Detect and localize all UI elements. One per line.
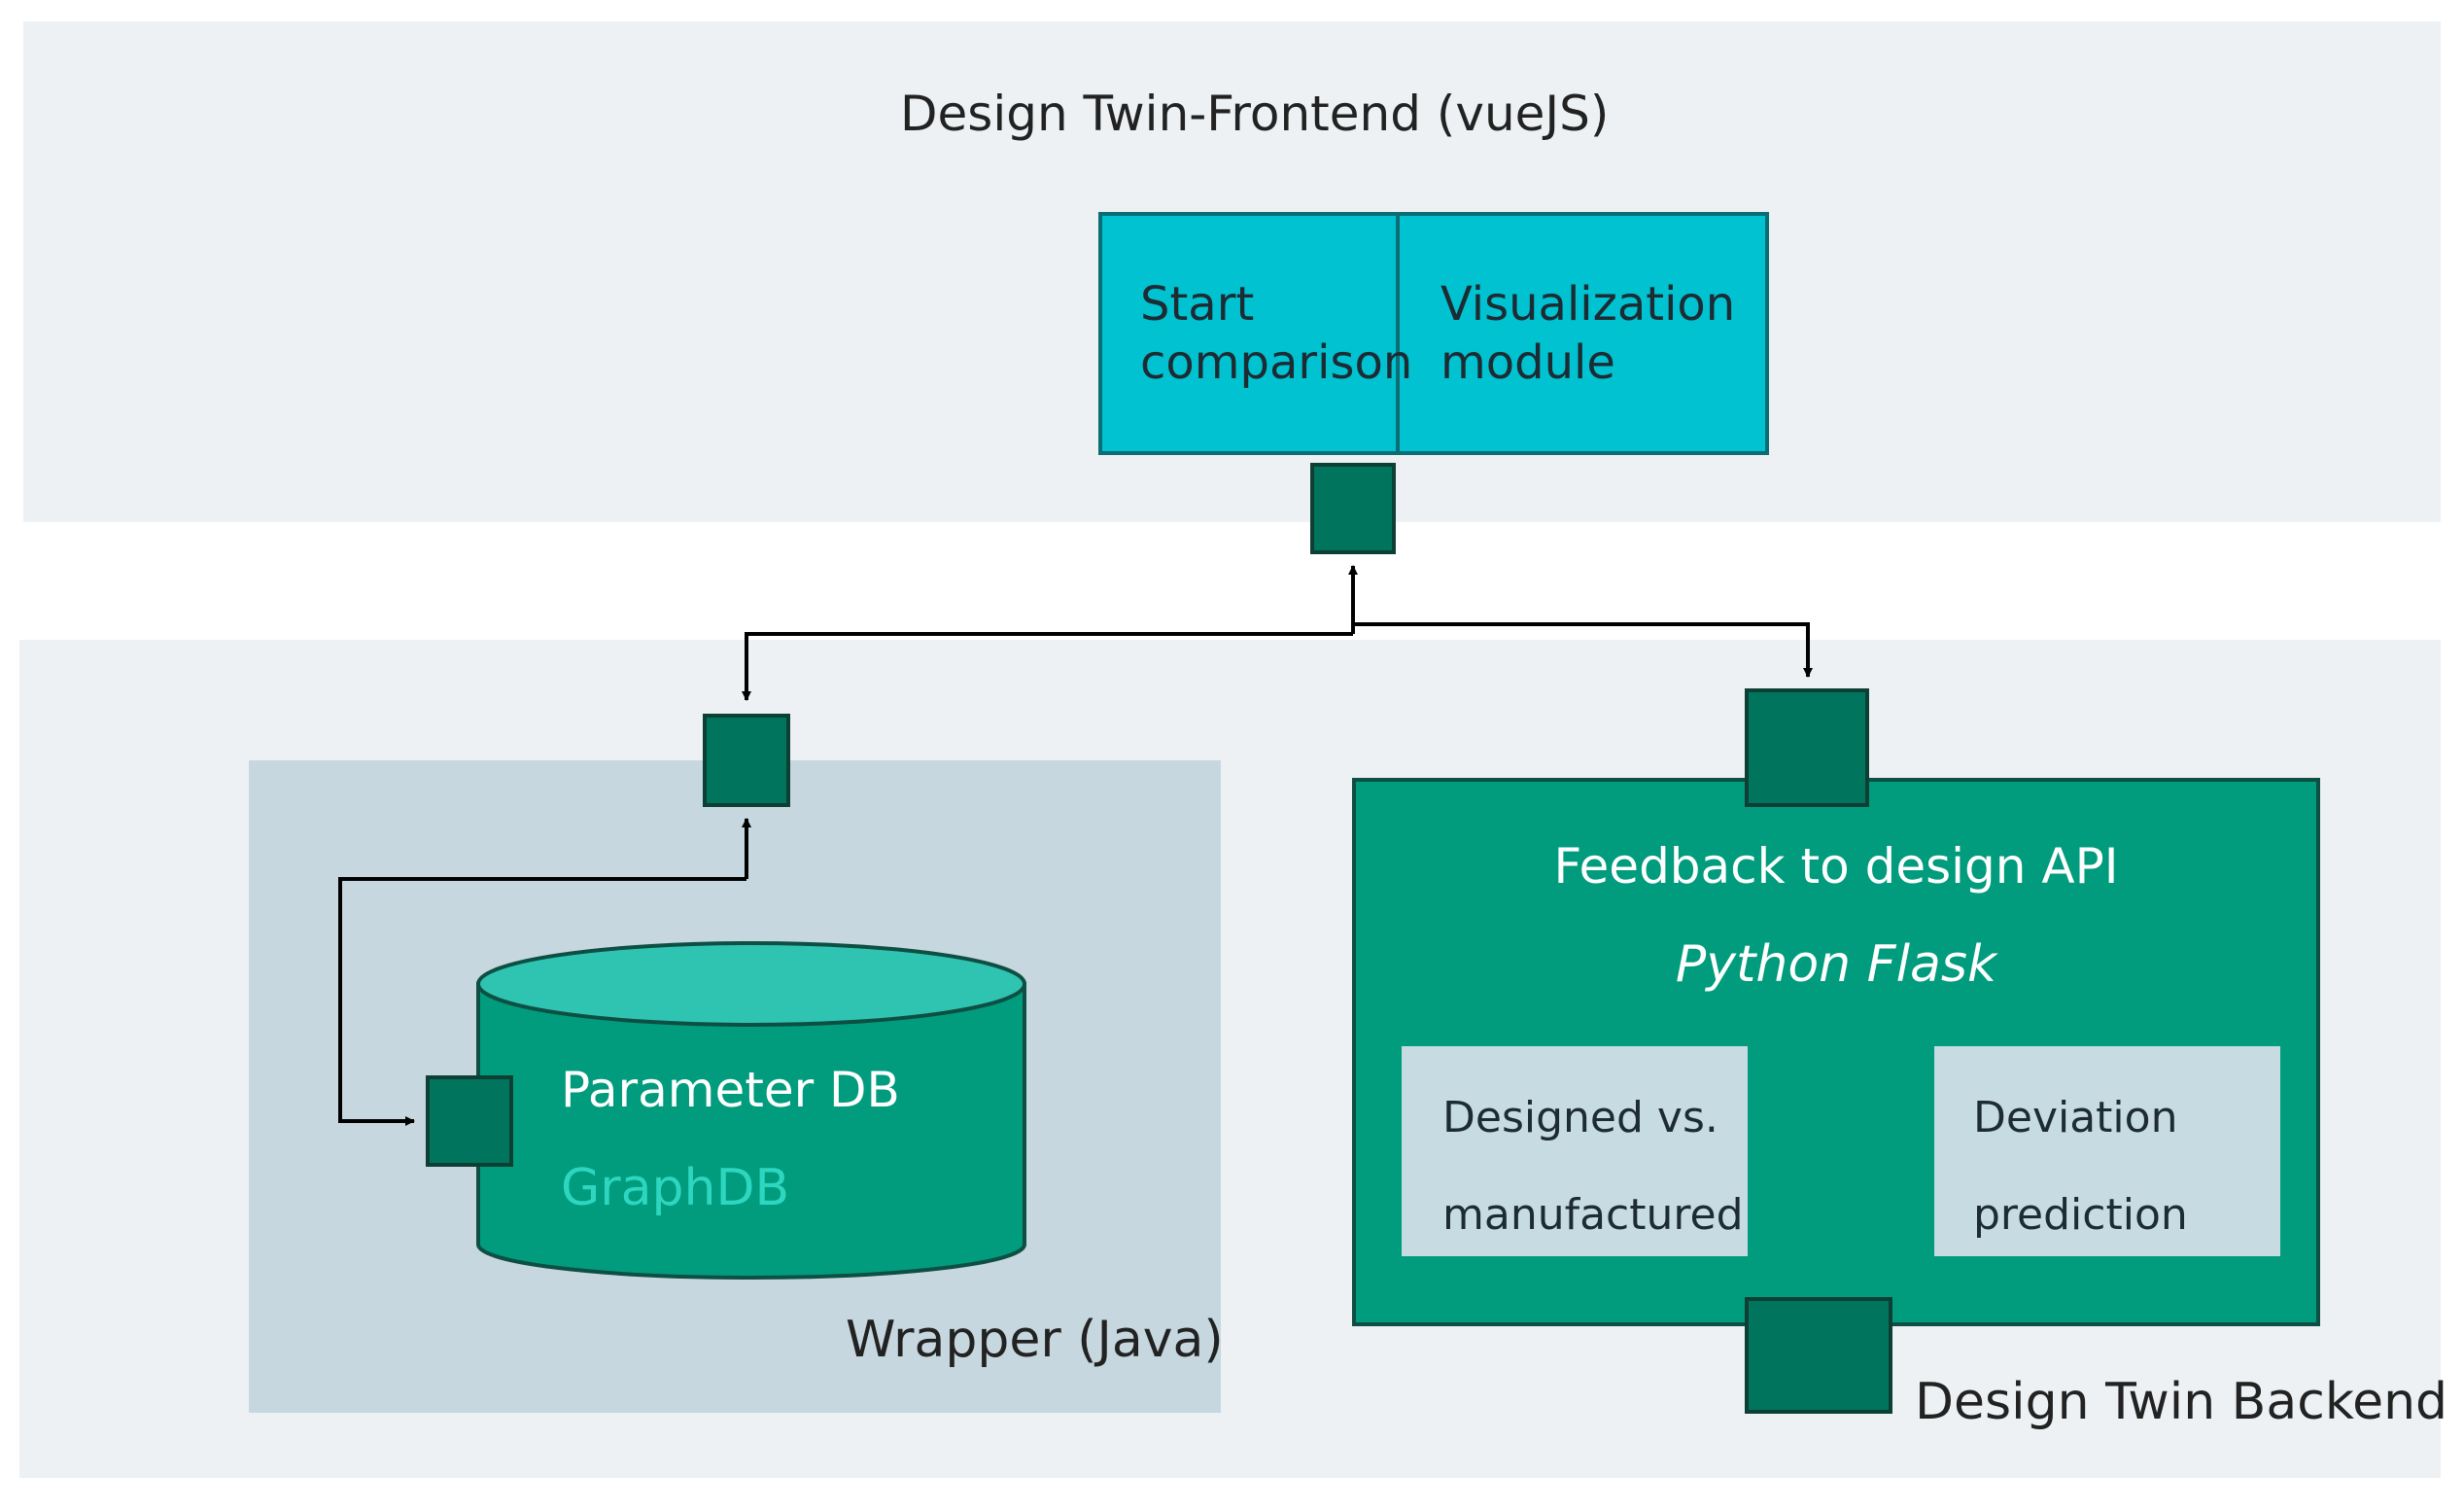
api-title: Feedback to design API xyxy=(1553,838,2119,895)
database-subtitle: GraphDB xyxy=(561,1159,790,1217)
database-title: Parameter DB xyxy=(561,1062,900,1118)
designed-line2: manufactured xyxy=(1442,1190,1744,1240)
start-comparison-line1: Start xyxy=(1140,277,1255,332)
connector-lines xyxy=(338,565,1813,1126)
visualization-line1: Visualization xyxy=(1440,277,1736,332)
designed-vs-manufactured-box xyxy=(1402,1046,1748,1256)
frontend-port xyxy=(1310,463,1396,554)
deviation-prediction-box xyxy=(1934,1046,2280,1256)
designed-vs-manufactured-label: Designed vs. manufactured xyxy=(1442,1070,1744,1264)
designed-line1: Designed vs. xyxy=(1442,1093,1718,1142)
backend-title: Design Twin Backend xyxy=(1915,1373,2448,1431)
frontend-module-divider xyxy=(1396,212,1400,455)
deviation-prediction-label: Deviation prediction xyxy=(1973,1070,2188,1264)
wrapper-port xyxy=(703,714,790,807)
frontend-title: Design Twin-Frontend (vueJS) xyxy=(900,86,1610,142)
start-comparison-module: Start comparison xyxy=(1140,275,1412,392)
database-port xyxy=(426,1075,513,1167)
wrapper-title: Wrapper (Java) xyxy=(846,1311,1224,1369)
deviation-line1: Deviation xyxy=(1973,1093,2178,1142)
visualization-module: Visualization module xyxy=(1440,275,1735,392)
visualization-line2: module xyxy=(1440,335,1615,390)
frontend-module-box xyxy=(1098,212,1769,455)
deviation-line2: prediction xyxy=(1973,1190,2188,1240)
start-comparison-line2: comparison xyxy=(1140,335,1413,390)
api-port-bottom xyxy=(1745,1297,1892,1414)
api-subtitle: Python Flask xyxy=(1675,935,1997,994)
database-cylinder xyxy=(476,941,1026,1280)
api-port-top xyxy=(1745,688,1869,807)
